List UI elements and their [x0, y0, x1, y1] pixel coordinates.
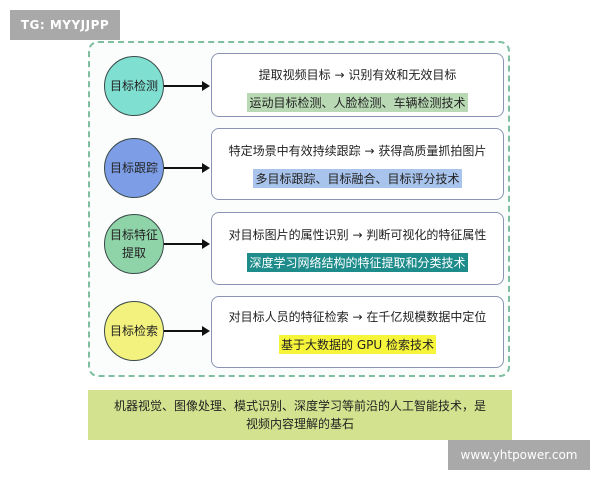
technique-highlight: 运动目标检测、人脸检测、车辆检测技术 [247, 93, 468, 112]
arrow-icon [164, 326, 210, 336]
description: 对目标人员的特征检索 → 在千亿规模数据中定位 [228, 310, 487, 324]
summary-band: 机器视觉、图像处理、模式识别、深度学习等前沿的人工智能技术，是 视频内容理解的基… [88, 390, 512, 440]
node-target-retrieval: 目标检索 [104, 301, 164, 361]
technique-highlight: 深度学习网络结构的特征提取和分类技术 [247, 253, 468, 272]
summary-line1: 机器视觉、图像处理、模式识别、深度学习等前沿的人工智能技术，是 [113, 399, 486, 413]
node-target-tracking: 目标跟踪 [104, 138, 164, 198]
node-target-detection: 目标检测 [104, 56, 164, 116]
node-label-line2: 提取 [121, 246, 146, 260]
detail-box-tracking: 特定场景中有效持续跟踪 → 获得高质量抓拍图片 多目标跟踪、目标融合、目标评分技… [211, 128, 504, 200]
watermark-tg: TG: MYYJJPP [10, 10, 120, 40]
arrow-icon [164, 81, 210, 91]
technique-highlight: 多目标跟踪、目标融合、目标评分技术 [253, 169, 462, 188]
technique-highlight: 基于大数据的 GPU 检索技术 [279, 335, 436, 354]
node-feature-extraction: 目标特征 提取 [104, 214, 164, 274]
watermark-site: www.yhtpower.com [448, 440, 590, 470]
description: 对目标图片的属性识别 → 判断可视化的特征属性 [228, 228, 487, 242]
detail-box-feature: 对目标图片的属性识别 → 判断可视化的特征属性 深度学习网络结构的特征提取和分类… [211, 212, 504, 285]
node-label-line1: 目标特征 [109, 228, 158, 242]
arrow-icon [164, 239, 210, 249]
arrow-icon [164, 163, 210, 173]
node-label: 目标检测 [109, 79, 158, 93]
description: 提取视频目标 → 识别有效和无效目标 [258, 68, 457, 82]
detail-box-detection: 提取视频目标 → 识别有效和无效目标 运动目标检测、人脸检测、车辆检测技术 [211, 53, 504, 117]
node-label: 目标跟踪 [109, 161, 158, 175]
summary-line2: 视频内容理解的基石 [245, 417, 354, 431]
node-label: 目标检索 [109, 324, 158, 338]
detail-box-retrieval: 对目标人员的特征检索 → 在千亿规模数据中定位 基于大数据的 GPU 检索技术 [211, 296, 504, 368]
description: 特定场景中有效持续跟踪 → 获得高质量抓拍图片 [228, 144, 487, 158]
